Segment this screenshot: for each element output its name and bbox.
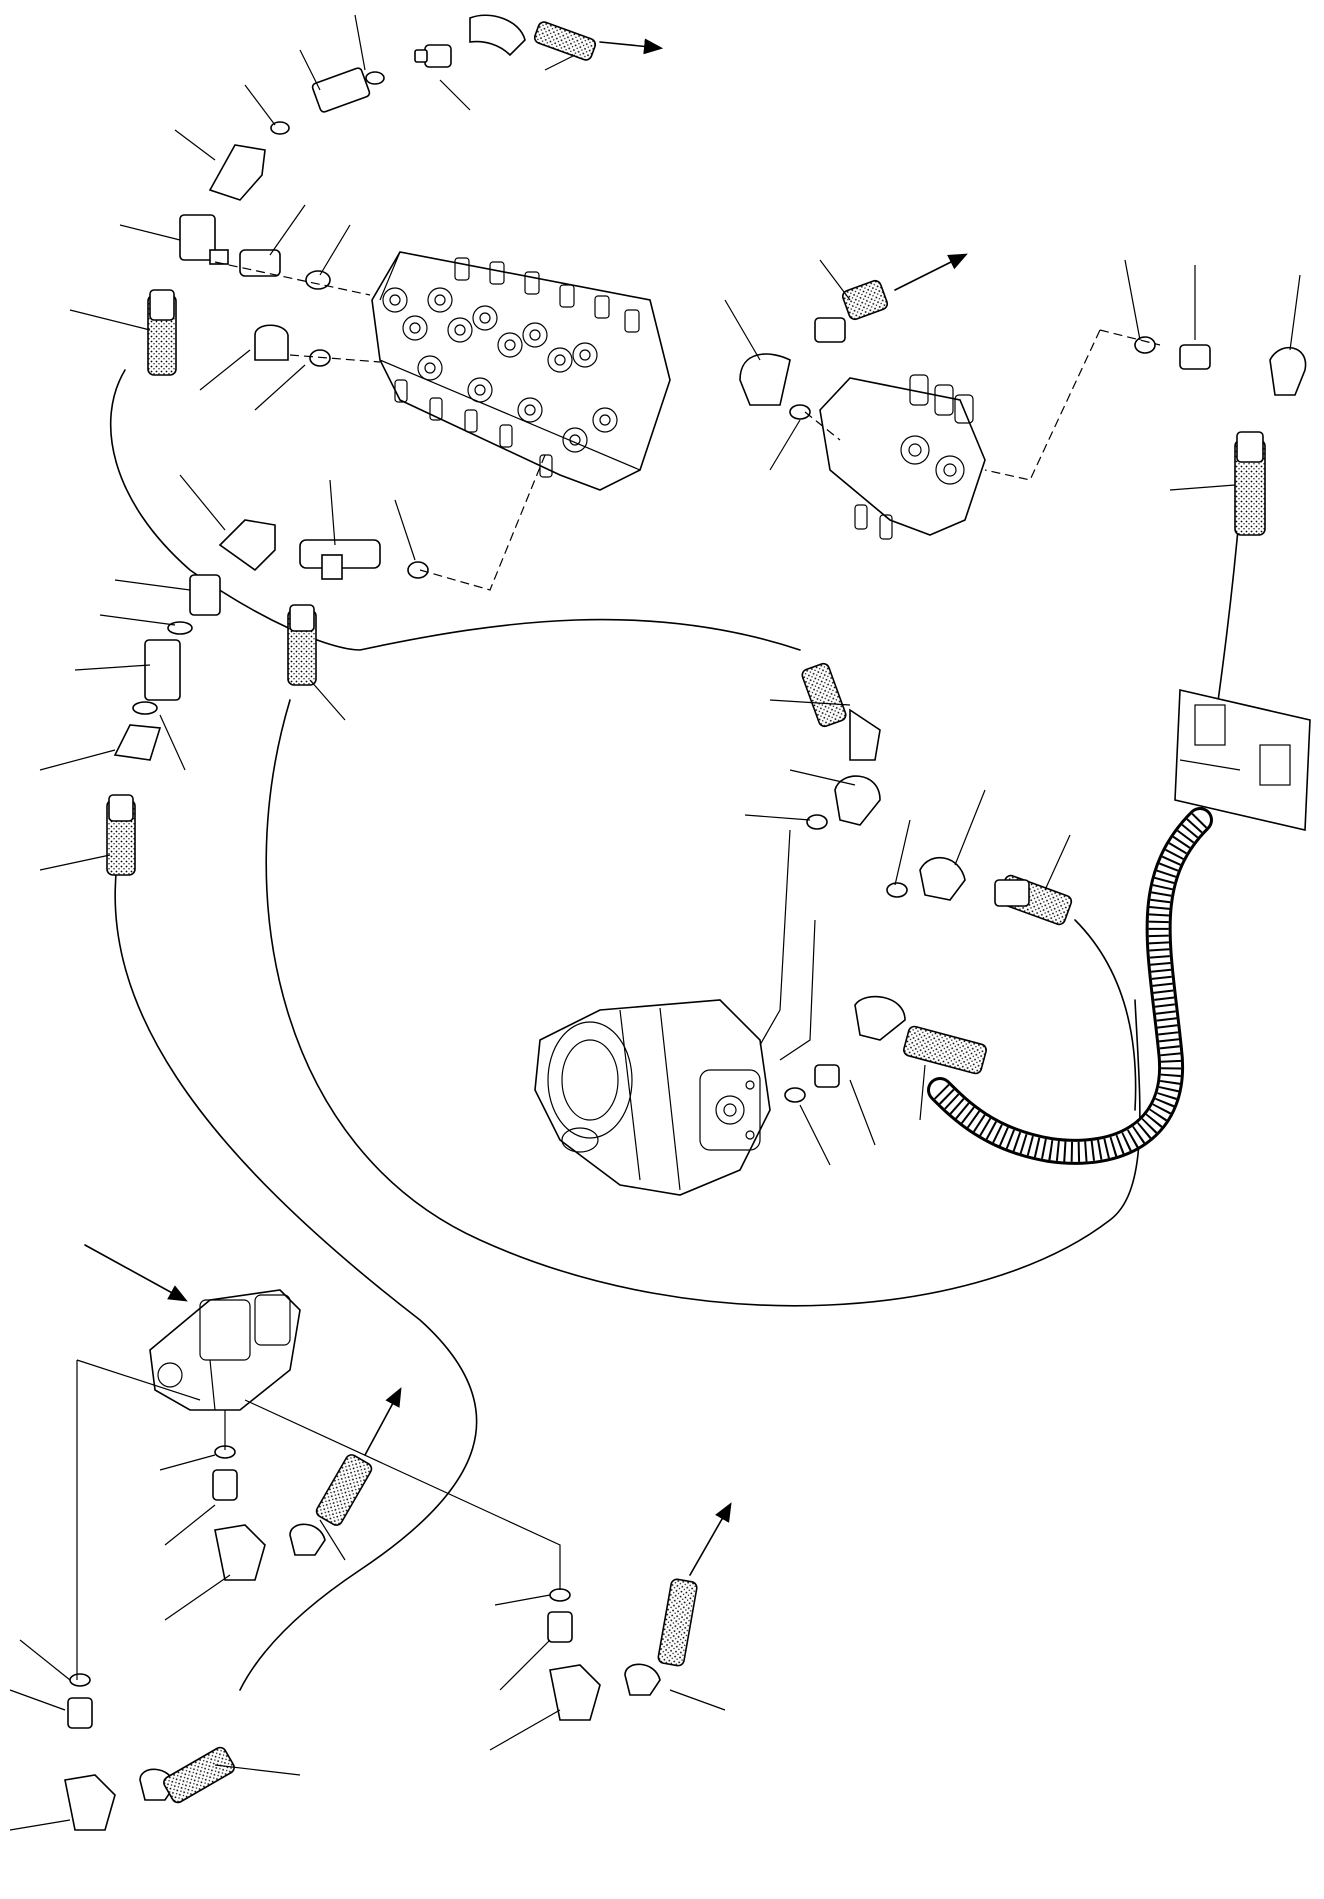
callout-leaders: [9, 14, 1301, 1831]
corrugated-suction-hose: [927, 807, 1213, 1165]
solenoid-valve: [149, 1289, 301, 1411]
flow-arrows: [84, 38, 968, 1576]
hydraulic-pump: [534, 999, 771, 1196]
fittings-top-left: [147, 14, 597, 376]
main-control-valve: [371, 251, 671, 491]
fittings-top-right: [739, 279, 1307, 536]
tank-bracket: [1174, 689, 1311, 831]
fittings-pump: [784, 662, 1073, 1103]
fittings-bottom: [64, 1445, 698, 1831]
auxiliary-valve: [819, 374, 986, 540]
centre-lines: [76, 261, 1161, 1680]
